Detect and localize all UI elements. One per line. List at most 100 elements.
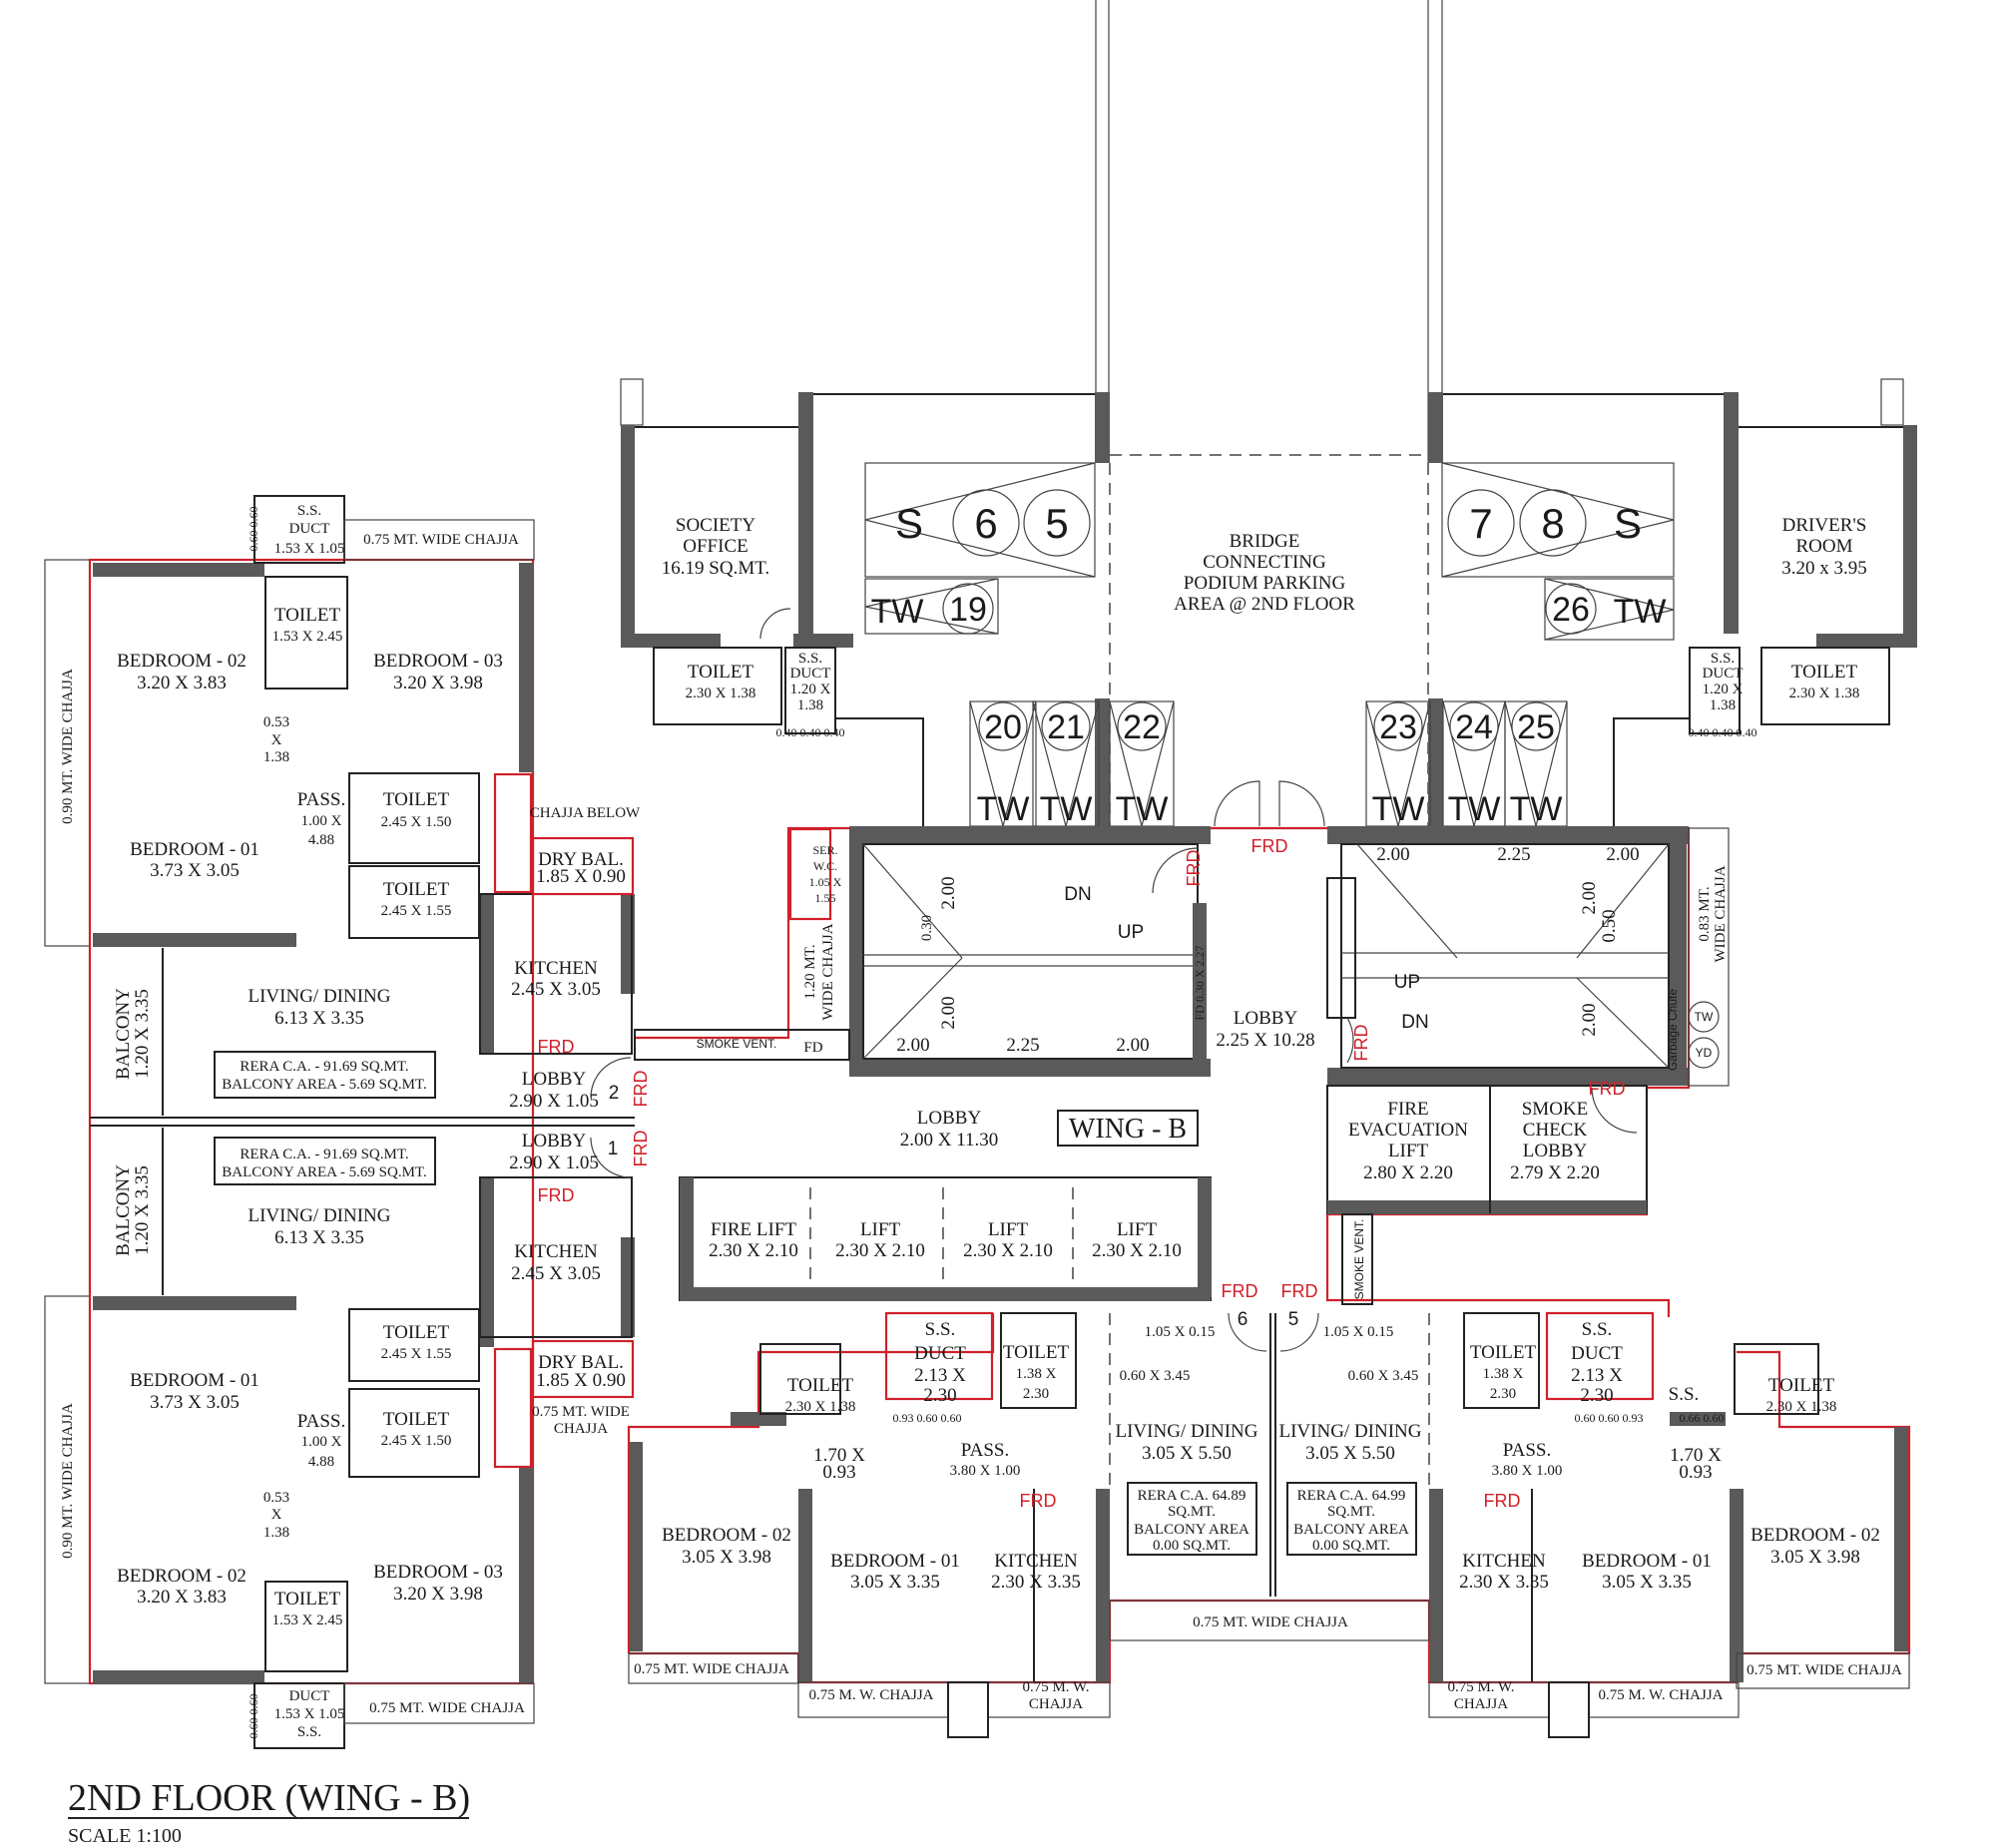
room-size: 1.38 X (1016, 1366, 1057, 1382)
parking-number: 19 (949, 591, 987, 629)
room-name: KITCHEN (1462, 1551, 1546, 1572)
duct-label: 1.53 X 1.05 (274, 541, 345, 557)
chajja-outline (1736, 1652, 1910, 1689)
wall (1894, 1427, 1908, 1651)
shaft-outline (1326, 877, 1356, 1019)
duct-outline (1689, 647, 1741, 734)
parking-number: 22 (1123, 708, 1161, 746)
rera-box (214, 1051, 436, 1099)
room-size: 1.38 (263, 1525, 289, 1541)
duct-label: S.S. (798, 651, 822, 667)
door-swing (1228, 1312, 1267, 1352)
room-size: 2.45 X 3.05 (511, 979, 601, 1000)
room-size: 3.05 X 3.98 (1770, 1547, 1860, 1568)
parking-circle (1373, 701, 1423, 751)
room-size: 2.30 (1023, 1386, 1049, 1402)
stair-direction: UP (1118, 922, 1144, 943)
duct-dims: 0.60 0.60 0.93 (1575, 1411, 1644, 1425)
kitchen-outline (479, 1176, 633, 1338)
column-outline (1880, 378, 1904, 426)
smoke-vent-label: SMOKE VENT. (697, 1037, 777, 1051)
room-size: 2.30 (1490, 1386, 1516, 1402)
door-swing (1214, 780, 1260, 827)
wall (1429, 1489, 1443, 1682)
tw-label: TW (1040, 790, 1093, 828)
flat-number: 2 (609, 1083, 620, 1104)
room-size: 1.38 X (1483, 1366, 1524, 1382)
room-size: 3.20 X 3.98 (393, 673, 483, 693)
room-name: LIVING/ DINING (249, 986, 391, 1007)
parking-circle (1041, 701, 1091, 751)
staircase-left (862, 843, 1199, 1060)
room-size: 3.05 X 3.98 (682, 1547, 771, 1568)
toilet-outline (348, 772, 480, 864)
parking-circle (1519, 489, 1587, 557)
lift-name: LIFT (1117, 1219, 1158, 1240)
duct-dims: 0.66 0.60 (1680, 1411, 1725, 1425)
balcony-area: BALCONY AREA (1293, 1522, 1409, 1538)
frd-label: FRD (1184, 850, 1204, 887)
tw-label: TW (1614, 593, 1667, 631)
chajja-label: 0.75 MT. WIDE CHAJJA (1746, 1662, 1902, 1678)
parking-number: 6 (974, 500, 997, 547)
duct-dims: 0.40 0.40 0.40 (1689, 725, 1757, 739)
chajja-label: CHAJJA BELOW (530, 805, 641, 821)
duct-label: S.S. (297, 1724, 321, 1740)
room-name: BALCONY (113, 1164, 134, 1256)
room-name: BEDROOM - 02 (117, 651, 247, 672)
dim-label: 0.60 X 3.45 (1348, 1368, 1419, 1384)
chajja-label: CHAJJA (554, 1421, 608, 1437)
chajja-label: 0.75 M. W. (1447, 1679, 1514, 1695)
rera-box (1127, 1482, 1257, 1556)
room-size: 3.05 X 3.35 (850, 1572, 940, 1593)
duct-dims: 0.60 0.60 (247, 507, 260, 552)
unit-6: 1.05 X 0.15 0.60 X 3.45 LIVING/ DINING 3… (634, 1319, 1258, 1712)
chajja-label: 0.75 MT. WIDE CHAJJA (369, 1700, 525, 1716)
column-outline (620, 378, 644, 426)
door-swing (590, 1137, 632, 1178)
duct-outline (947, 1681, 989, 1738)
door-swing (759, 608, 791, 640)
stair-dim: 0.30 (919, 915, 935, 941)
shaft-boundary (493, 1347, 533, 1469)
wall (680, 1287, 1211, 1301)
room-size: 6.13 X 3.35 (274, 1008, 364, 1029)
wall (480, 894, 494, 1054)
room-size: 3.80 X 1.00 (1492, 1463, 1563, 1479)
bridge-label: PODIUM PARKING (1184, 573, 1346, 594)
parking-number: 21 (1047, 708, 1085, 746)
room-size: 2.79 X 2.20 (1510, 1162, 1600, 1183)
stair-dim: 2.00 (1579, 1003, 1600, 1036)
duct-label: 2.13 X (914, 1365, 966, 1386)
stair-dim: 2.25 (1006, 1035, 1039, 1056)
chajja-label: CHAJJA (1454, 1696, 1508, 1712)
room-size: 2.25 X 10.28 (1216, 1030, 1314, 1051)
unit-5: 1.05 X 0.15 0.60 X 3.45 LIVING/ DINING 3… (1279, 1319, 1903, 1712)
duct-label: S.S. (1582, 1319, 1613, 1340)
stair-dim: 2.00 (1376, 844, 1409, 865)
stair-dim: 0.50 (1599, 909, 1620, 942)
stair-diagonal (862, 843, 963, 959)
rera-area: RERA C.A. - 91.69 SQ.MT. (240, 1147, 408, 1162)
parking-number: 8 (1541, 500, 1564, 547)
duct-label: S.S. (1669, 1384, 1700, 1405)
room-name: SMOKE (1522, 1099, 1589, 1120)
wall (1903, 425, 1917, 648)
room-size: 1.53 X 2.45 (272, 1613, 343, 1628)
bridge-label: CONNECTING (1203, 552, 1326, 573)
rera-area: SQ.MT. (1168, 1504, 1216, 1520)
room-name: DRY BAL. (538, 1352, 624, 1373)
room-name: LIVING/ DINING (1279, 1421, 1422, 1442)
room-size: 2.00 X 11.30 (900, 1130, 999, 1151)
room-size: 3.05 X 3.35 (1602, 1572, 1692, 1593)
room-name: PASS. (297, 1411, 345, 1432)
stair-direction: DN (1064, 884, 1091, 905)
chajja-label: 0.75 MT. WIDE CHAJJA (1193, 1615, 1348, 1630)
duct-boundary (884, 1311, 994, 1401)
drawing-title: 2ND FLOOR (WING - B) (68, 1777, 470, 1819)
room-size: X (271, 1507, 282, 1523)
left-top-unit: S.S. DUCT 1.53 X 1.05 0.60 0.60 0.75 MT.… (60, 503, 651, 1112)
structure (44, 0, 1917, 1749)
chajja-label: CHAJJA (1029, 1696, 1083, 1712)
